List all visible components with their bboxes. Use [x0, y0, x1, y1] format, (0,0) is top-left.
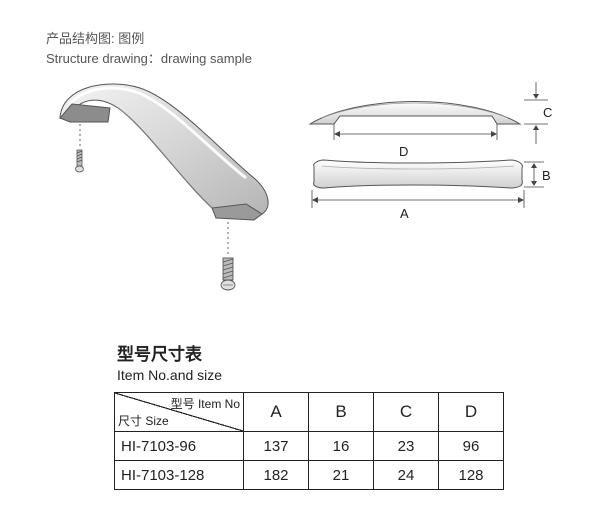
size-value-b: 21	[308, 460, 374, 490]
size-value-a: 182	[243, 460, 309, 490]
handle-top-view: B A	[311, 159, 551, 221]
corner-label-item-no: 型号 Item No	[170, 397, 240, 411]
dimension-label-a: A	[400, 206, 409, 221]
handle-top-highlight	[68, 86, 247, 180]
header-title-en: Structure drawing：drawing sample	[46, 51, 252, 66]
handle-right-foot	[211, 203, 263, 221]
size-value-c: 24	[373, 460, 439, 490]
column-header-b: B	[308, 392, 374, 432]
handle-body	[59, 83, 269, 219]
table-row: HI-7103-96 137 16 23 96	[114, 431, 504, 461]
size-value-c: 23	[373, 431, 439, 461]
column-header-c: C	[373, 392, 439, 432]
size-value-a: 137	[243, 431, 309, 461]
item-number: HI-7103-128	[114, 460, 244, 490]
size-value-d: 96	[438, 431, 504, 461]
size-value-d: 128	[438, 460, 504, 490]
header-title-cn: 产品结构图: 图例	[46, 31, 145, 46]
dimension-label-c: C	[543, 105, 552, 120]
corner-label-size: 尺寸 Size	[118, 414, 169, 428]
column-header-a: A	[243, 392, 309, 432]
size-table: 型号 Item No 尺寸 Size A B C D HI-7103-96 13…	[114, 392, 504, 490]
table-row: HI-7103-128 182 21 24 128	[114, 460, 504, 490]
handle-perspective-view	[59, 83, 269, 291]
dimension-label-b: B	[542, 168, 551, 183]
size-table-title-en: Item No.and size	[117, 367, 223, 383]
column-header-d: D	[438, 392, 504, 432]
handle-left-foot	[59, 103, 111, 123]
handle-side-view: C D	[308, 82, 552, 159]
side-view-outline	[308, 101, 522, 125]
size-value-b: 16	[308, 431, 374, 461]
size-table-header-row: 型号 Item No 尺寸 Size A B C D	[114, 392, 504, 432]
size-table-title-cn: 型号尺寸表	[117, 345, 202, 364]
item-number: HI-7103-96	[114, 431, 244, 461]
top-view-outline	[313, 159, 523, 189]
handle-inner-edge	[117, 107, 213, 209]
small-screw-icon	[75, 149, 84, 173]
large-screw-icon	[220, 257, 236, 291]
structure-drawing: C D B A	[59, 82, 552, 291]
size-table-corner: 型号 Item No 尺寸 Size	[114, 392, 244, 432]
dimension-label-d: D	[399, 144, 408, 159]
